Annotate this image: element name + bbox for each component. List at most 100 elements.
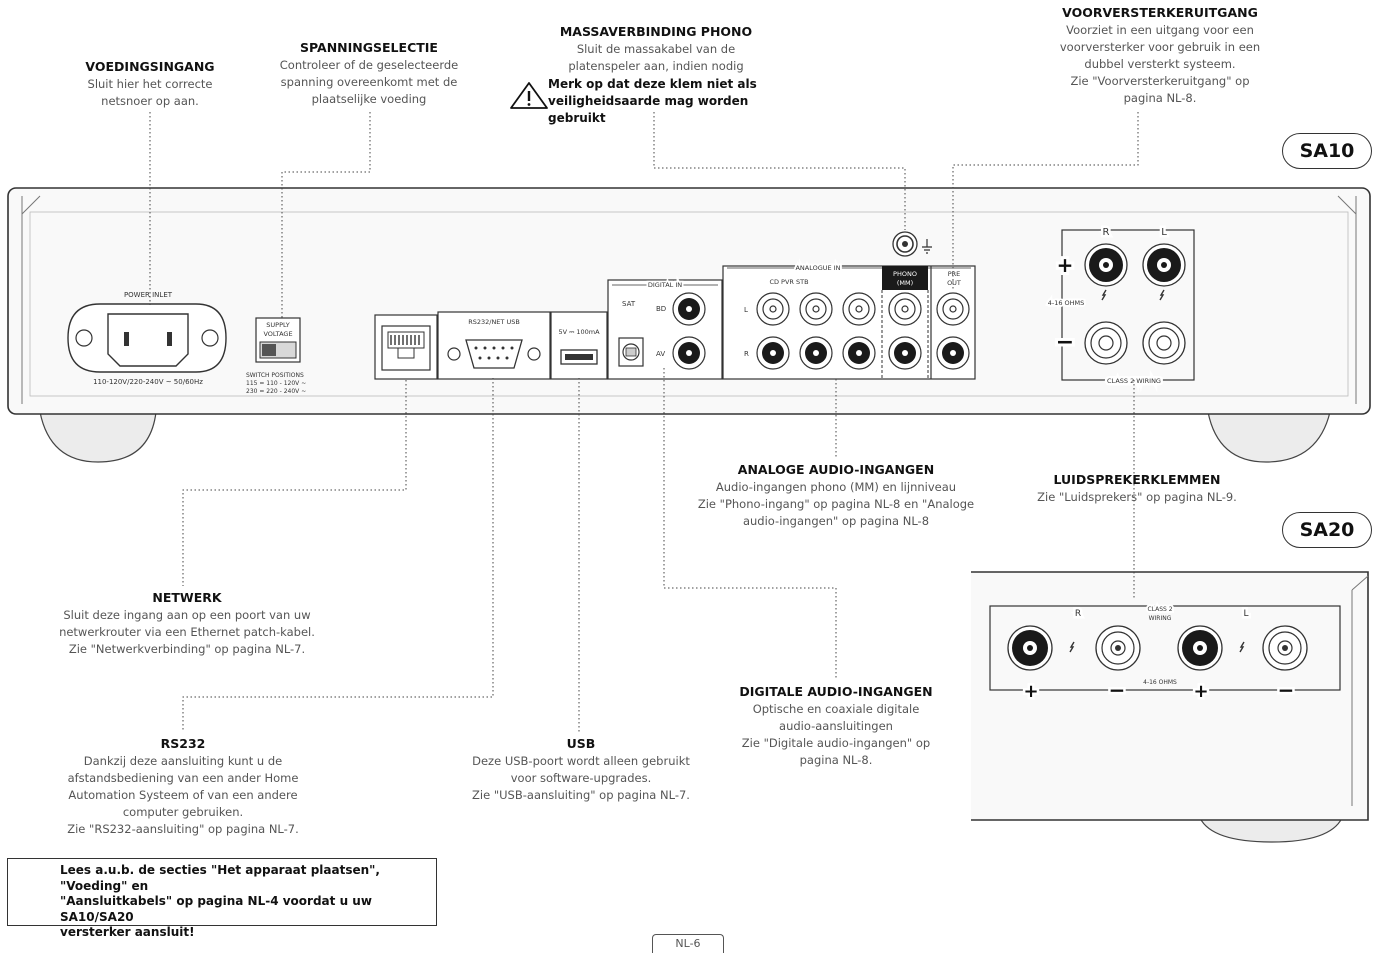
callout-netwerk: NETWERK Sluit deze ingang aan op een poo… xyxy=(46,589,328,658)
supply-label-1: SUPPLY xyxy=(266,321,289,329)
callout-title: VOEDINGSINGANG xyxy=(85,59,215,74)
callout-text: pagina NL-8. xyxy=(799,753,873,767)
callout-text: voor software-upgrades. xyxy=(510,771,652,785)
digital-inputs: DIGITAL IN SAT BD AV xyxy=(607,279,723,380)
sa20-class2-1: CLASS 2 xyxy=(1147,606,1172,613)
callout-massaverbinding: MASSAVERBINDING PHONO Sluit de massakabe… xyxy=(540,23,772,75)
callout-spanningselectie: SPANNINGSELECTIE Controleer of de gesele… xyxy=(262,39,476,108)
callout-title: USB xyxy=(566,736,596,751)
callout-text: Sluit hier het correcte xyxy=(87,77,213,91)
warning-text: veiligheidsaarde mag worden gebruikt xyxy=(548,94,749,125)
sa20-minus-1: − xyxy=(1109,678,1126,702)
usb-rating-label: 5V ⎓ 100mA xyxy=(558,328,600,336)
callout-text: Zie "RS232-aansluiting" op pagina NL-7. xyxy=(67,822,299,836)
callout-text: Zie "Phono-ingang" op pagina NL-8 en "An… xyxy=(697,497,975,511)
callout-rs232: RS232 Dankzij deze aansluiting kunt u de… xyxy=(54,735,312,838)
callout-voedingsingang: VOEDINGSINGANG Sluit hier het correcte n… xyxy=(60,58,240,110)
sa10-rear-panel: POWER INLET 110-120V/220-240V ~ 50/60Hz … xyxy=(7,187,1371,463)
rs232-port: RS232/NET USB xyxy=(437,311,551,380)
phono-ground-terminal xyxy=(892,231,932,257)
warning-text: Merk op dat deze klem niet als xyxy=(548,77,757,91)
cd-pvr-stb-label: CD PVR STB xyxy=(769,278,808,286)
callout-text: plaatselijke voeding xyxy=(311,92,427,106)
warning-line: Lees a.u.b. de secties "Het apparaat pla… xyxy=(60,863,380,893)
leader-ground xyxy=(653,112,906,230)
callout-text: pagina NL-8. xyxy=(1123,91,1197,105)
sa20-rear-panel: R L CLASS 2 WIRING 4-16 OHMS + − + − xyxy=(971,571,1369,843)
callout-digitale: DIGITALE AUDIO-INGANGEN Optische en coax… xyxy=(728,683,944,769)
supply-label-2: VOLTAGE xyxy=(263,330,292,338)
power-inlet-label: POWER INLET xyxy=(124,291,173,299)
leader-network xyxy=(182,380,407,586)
warning-icon xyxy=(510,82,548,109)
model-badge-sa10: SA10 xyxy=(1282,133,1372,169)
sa10-plus-label: + xyxy=(1057,253,1074,277)
callout-title: LUIDSPREKERKLEMMEN xyxy=(1053,472,1221,487)
analogue-in-label: ANALOGUE IN xyxy=(795,264,840,272)
callout-text: audio-ingangen" op pagina NL-8 xyxy=(742,514,930,528)
sa10-speaker-terminals: R L + − 4-16 OHMS CLASS 2 WIRING xyxy=(1046,225,1195,388)
callout-text: netwerkrouter via een Ethernet patch-kab… xyxy=(59,625,315,639)
callout-text: netsnoer op aan. xyxy=(101,94,199,108)
sa20-left-label: L xyxy=(1243,609,1248,619)
callout-text: computer gebruiken. xyxy=(122,805,244,819)
warning-line: versterker aansluit! xyxy=(60,925,195,939)
power-inlet: POWER INLET 110-120V/220-240V ~ 50/60Hz xyxy=(67,291,227,386)
page-number: NL-6 xyxy=(652,934,724,953)
sa20-class2-2: WIRING xyxy=(1149,615,1172,622)
callout-title: MASSAVERBINDING PHONO xyxy=(559,24,753,39)
callout-text: Zie "Voorversterkeruitgang" op xyxy=(1070,74,1250,88)
callout-text: afstandsbediening van een ander Home xyxy=(67,771,299,785)
ethernet-port xyxy=(374,314,438,380)
callout-text: Zie "USB-aansluiting" op pagina NL-7. xyxy=(472,788,690,802)
callout-text: Zie "Netwerkverbinding" op pagina NL-7. xyxy=(68,642,306,656)
callout-text: Audio-ingangen phono (MM) en lijnniveau xyxy=(715,480,957,494)
callout-text: Deze USB-poort wordt alleen gebruikt xyxy=(472,754,690,768)
av-label: AV xyxy=(656,350,665,358)
callout-luidspreker: LUIDSPREKERKLEMMEN Zie "Luidsprekers" op… xyxy=(1030,471,1244,506)
sa10-right-label: R xyxy=(1103,227,1110,238)
callout-title: ANALOGE AUDIO-INGANGEN xyxy=(737,462,935,477)
callout-voorversterker: VOORVERSTERKERUITGANG Voorziet in een ui… xyxy=(1040,4,1280,107)
sa10-left-label: L xyxy=(1161,227,1167,238)
callout-title: RS232 xyxy=(160,736,206,751)
callout-title: DIGITALE AUDIO-INGANGEN xyxy=(739,684,933,699)
callout-analoge: ANALOGE AUDIO-INGANGEN Audio-ingangen ph… xyxy=(690,461,982,530)
model-badge-sa20: SA20 xyxy=(1282,512,1372,548)
callout-text: platenspeler aan, indien nodig xyxy=(568,59,744,73)
leader-lines xyxy=(149,112,1139,732)
digital-in-label: DIGITAL IN xyxy=(648,281,682,289)
bd-label: BD xyxy=(656,305,666,313)
sa20-foot xyxy=(1199,817,1343,843)
power-spec-label: 110-120V/220-240V ~ 50/60Hz xyxy=(93,378,203,386)
leader-voltage xyxy=(281,112,371,318)
callout-text: Automation Systeem of van een andere xyxy=(68,788,298,802)
callout-text: dubbel versterkt systeem. xyxy=(1084,57,1236,71)
phono-label-2: (MM) xyxy=(897,279,913,287)
right-foot xyxy=(1207,411,1331,463)
analogue-right-label: R xyxy=(744,350,749,358)
sa20-minus-2: − xyxy=(1278,678,1295,702)
sa20-right-label: R xyxy=(1075,609,1081,619)
leader-preout xyxy=(952,112,1139,290)
callout-text: Zie "Luidsprekers" op pagina NL-9. xyxy=(1037,490,1237,504)
callout-title: NETWERK xyxy=(152,590,222,605)
callout-text: spanning overeenkomt met de xyxy=(280,75,458,89)
warning-line: "Aansluitkabels" op pagina NL-4 voordat … xyxy=(60,894,372,924)
bottom-warning-text: Lees a.u.b. de secties "Het apparaat pla… xyxy=(60,863,436,941)
callout-text: Sluit de massakabel van de xyxy=(576,42,736,56)
phono-label-1: PHONO xyxy=(893,270,917,278)
sa20-plus-2: + xyxy=(1193,681,1208,702)
sat-label: SAT xyxy=(622,300,636,308)
callout-massaverbinding-warning: Merk op dat deze klem niet als veilighei… xyxy=(548,76,808,127)
callout-text: Zie "Digitale audio-ingangen" op xyxy=(741,736,931,750)
bottom-warning-box: Lees a.u.b. de secties "Het apparaat pla… xyxy=(7,858,437,939)
sa10-ohms-label: 4-16 OHMS xyxy=(1048,299,1085,307)
usb-port: 5V ⎓ 100mA xyxy=(550,311,608,380)
callout-text: audio-aansluitingen xyxy=(779,719,893,733)
pre-out-label-2: OUT xyxy=(947,279,961,287)
callout-text: Dankzij deze aansluiting kunt u de xyxy=(83,754,283,768)
analogue-left-label: L xyxy=(744,306,748,314)
callout-text: Voorziet in een uitgang voor een xyxy=(1066,23,1254,37)
